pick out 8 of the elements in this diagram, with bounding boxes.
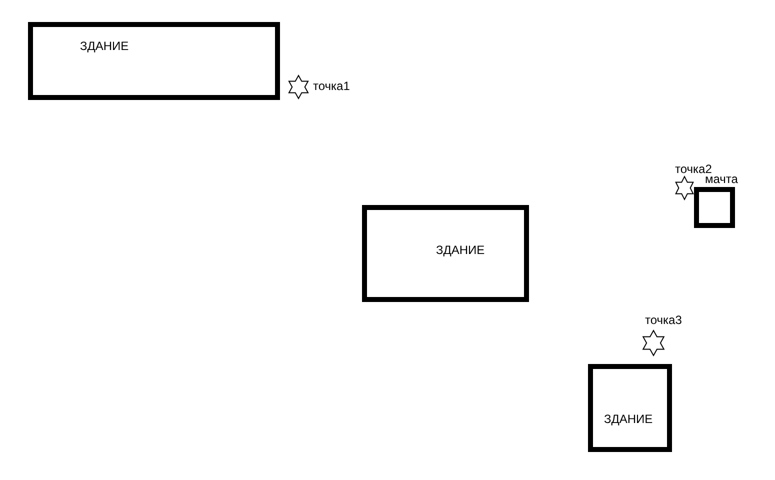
building-box: [588, 364, 672, 452]
building-label: ЗДАНИЕ: [80, 39, 129, 53]
building-label: ЗДАНИЕ: [436, 243, 485, 257]
building-box: [28, 22, 280, 100]
building-label: ЗДАНИЕ: [604, 412, 653, 426]
point-label: точка1: [313, 79, 350, 93]
building-box: [362, 205, 529, 302]
point-label: точка3: [645, 313, 682, 327]
